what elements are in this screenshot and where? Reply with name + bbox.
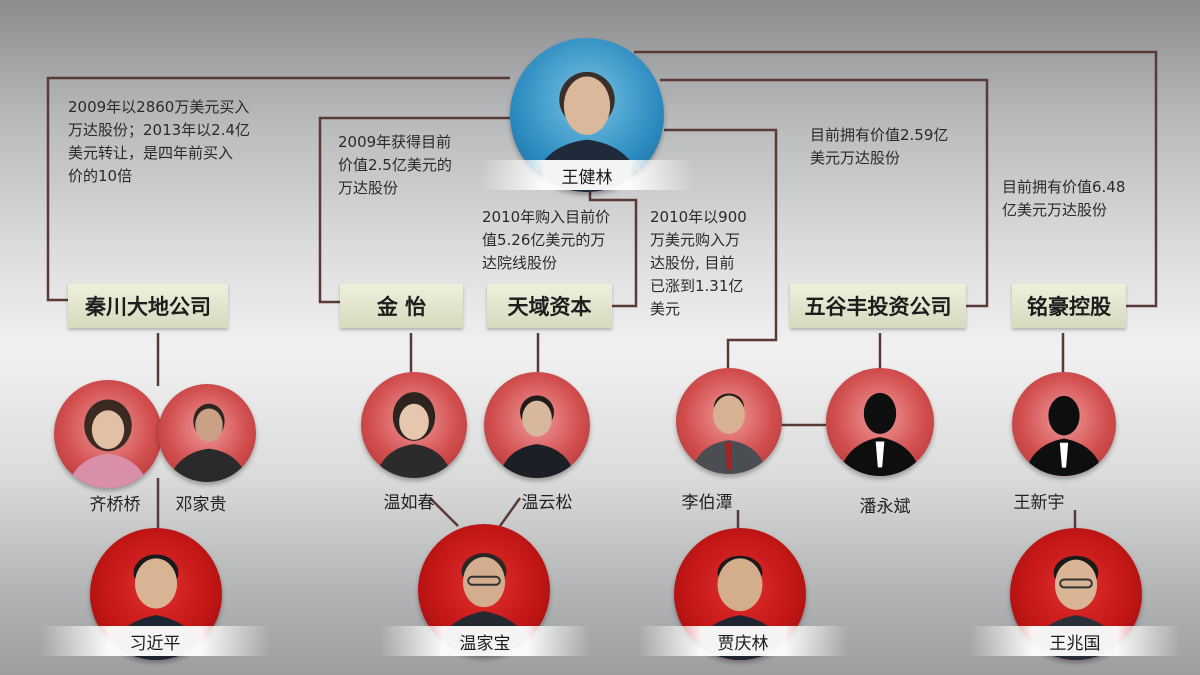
band-wang-zhaoguo: 王兆国	[970, 626, 1180, 656]
name-jia-qinglin: 贾庆林	[717, 633, 769, 654]
company-tianyu: 天域资本	[487, 284, 612, 328]
name-li-botan: 李伯潭	[681, 493, 733, 513]
name-qi-qiaoqiao: 齐桥桥	[89, 495, 141, 515]
name-wen-yunsong: 温云松	[521, 493, 573, 513]
note-libotan: 2010年以900 万美元购入万 达股份, 目前 已涨到1.31亿 美元	[650, 208, 747, 318]
avatar-wen-ruchun	[361, 372, 467, 478]
name-wen-ruchun: 温如春	[383, 493, 435, 513]
note-qinchuan: 2009年以2860万美元买入 万达股份；2013年以2.4亿 美元转让，是四年…	[68, 98, 251, 185]
top-name: 王健林	[561, 167, 613, 188]
name-wen-jiabao: 温家宝	[459, 633, 511, 654]
note-tianyu: 2010年购入目前价 值5.26亿美元的万 达院线股份	[482, 208, 611, 272]
top-name-band: 王健林	[480, 160, 694, 190]
name-deng-jiagui: 邓家贵	[175, 495, 227, 515]
name-wang-zhaoguo: 王兆国	[1049, 633, 1101, 654]
avatar-pan-yongbin	[826, 368, 934, 476]
avatar-li-botan	[676, 368, 782, 474]
company-minghao: 铭豪控股	[1012, 284, 1126, 328]
name-wang-xinyu: 王新宇	[1013, 493, 1065, 513]
company-jinyi: 金 怡	[340, 284, 463, 328]
company-qinchuan: 秦川大地公司	[68, 284, 228, 328]
note-wugufeng: 目前拥有价值2.59亿 美元万达股份	[810, 126, 949, 167]
avatar-wen-yunsong	[484, 372, 590, 478]
note-minghao: 目前拥有价值6.48 亿美元万达股份	[1002, 178, 1126, 219]
avatar-qi-qiaoqiao	[54, 380, 162, 488]
avatar-deng-jiagui	[158, 384, 256, 482]
note-jinyi: 2009年获得目前 价值2.5亿美元的 万达股份	[338, 133, 452, 197]
band-jia-qinglin: 贾庆林	[638, 626, 848, 656]
band-wen-jiabao: 温家宝	[380, 626, 590, 656]
avatar-wang-xinyu	[1012, 372, 1116, 476]
name-xi-jinping: 习近平	[129, 633, 181, 654]
band-xi-jinping: 习近平	[40, 626, 270, 656]
company-wugufeng: 五谷丰投资公司	[790, 284, 966, 328]
name-pan-yongbin: 潘永斌	[859, 497, 911, 517]
